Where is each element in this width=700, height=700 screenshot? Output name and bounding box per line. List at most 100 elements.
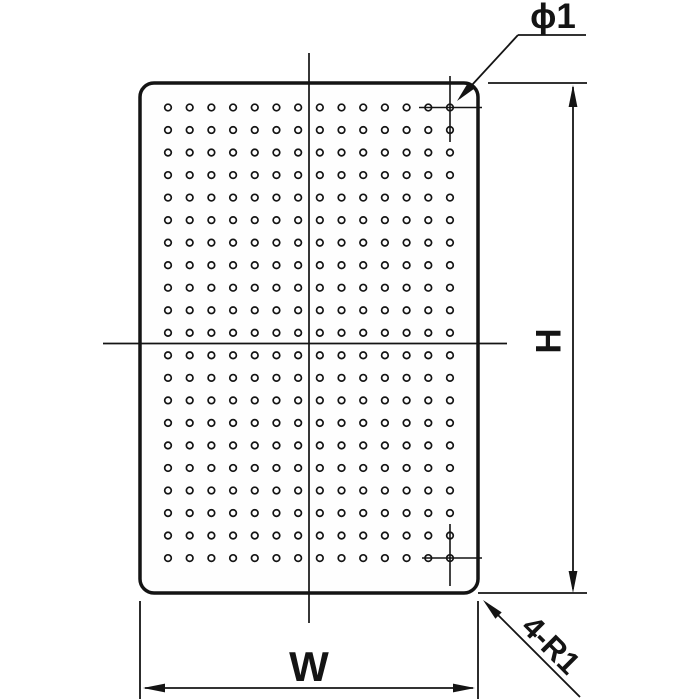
hole [445, 463, 455, 473]
hole [293, 170, 303, 180]
hole [293, 125, 303, 135]
hole [207, 103, 216, 112]
hole [293, 261, 303, 270]
hole [163, 215, 173, 225]
hole [337, 328, 346, 337]
hole [185, 103, 194, 112]
hole [380, 328, 390, 337]
hole [402, 553, 411, 563]
width-arrowhead-right-icon [453, 683, 475, 693]
hole [293, 441, 303, 450]
hole [359, 148, 368, 157]
leader-hole-diameter: ϕ1 [457, 0, 586, 101]
hole [315, 148, 324, 157]
hole [380, 125, 390, 135]
hole [359, 125, 368, 135]
hole [445, 148, 455, 157]
hole [228, 261, 238, 270]
hole [185, 463, 194, 473]
hole [293, 306, 303, 315]
hole [337, 148, 346, 157]
hole [272, 125, 281, 135]
hole [445, 486, 455, 495]
hole [445, 215, 455, 225]
hole [315, 125, 324, 135]
hole [445, 170, 455, 180]
hole [359, 306, 368, 315]
hole [337, 486, 346, 495]
hole [272, 486, 281, 495]
hole [293, 283, 303, 292]
hole [315, 486, 324, 495]
hole [402, 261, 411, 270]
hole [315, 418, 324, 428]
hole [359, 441, 368, 450]
hole [445, 508, 455, 518]
hole [445, 328, 455, 337]
hole [185, 306, 194, 315]
hole [402, 283, 411, 292]
hole [163, 148, 173, 157]
hole [185, 486, 194, 495]
hole [337, 125, 346, 135]
hole [402, 508, 411, 518]
hole [424, 508, 433, 518]
hole [380, 531, 390, 540]
hole [272, 103, 281, 112]
hole [250, 486, 259, 495]
hole [163, 351, 173, 360]
hole [315, 553, 324, 563]
hole [293, 508, 303, 518]
hole [445, 373, 455, 383]
hole [163, 486, 173, 495]
hole [359, 215, 368, 225]
hole [359, 103, 368, 112]
hole [228, 553, 238, 563]
hole [380, 283, 390, 292]
hole [293, 103, 303, 112]
hole [293, 396, 303, 405]
hole [293, 328, 303, 337]
hole [228, 306, 238, 315]
hole [337, 103, 346, 112]
hole [359, 486, 368, 495]
hole [207, 418, 216, 428]
hole [272, 193, 281, 202]
width-arrowhead-left-icon [143, 683, 165, 693]
hole [250, 148, 259, 157]
hole [163, 441, 173, 450]
hole [185, 328, 194, 337]
hole [228, 125, 238, 135]
hole [228, 103, 238, 112]
hole [250, 283, 259, 292]
hole [272, 238, 281, 247]
hole [293, 553, 303, 563]
hole [380, 508, 390, 518]
hole [163, 463, 173, 473]
hole [293, 486, 303, 495]
hole [424, 148, 433, 157]
hole [380, 463, 390, 473]
hole [380, 553, 390, 563]
height-arrowhead-up-icon [568, 85, 578, 107]
hole [250, 396, 259, 405]
hole [337, 306, 346, 315]
hole [402, 103, 411, 112]
hole [293, 418, 303, 428]
hole [185, 396, 194, 405]
hole [185, 531, 194, 540]
hole [163, 306, 173, 315]
hole-grid [163, 103, 455, 563]
hole [380, 418, 390, 428]
hole [207, 531, 216, 540]
width-dimension-label: W [289, 643, 329, 690]
hole [380, 103, 390, 112]
hole [380, 170, 390, 180]
hole [337, 373, 346, 383]
hole [424, 351, 433, 360]
hole [315, 441, 324, 450]
hole [207, 193, 216, 202]
hole [185, 170, 194, 180]
hole [250, 125, 259, 135]
hole [424, 396, 433, 405]
